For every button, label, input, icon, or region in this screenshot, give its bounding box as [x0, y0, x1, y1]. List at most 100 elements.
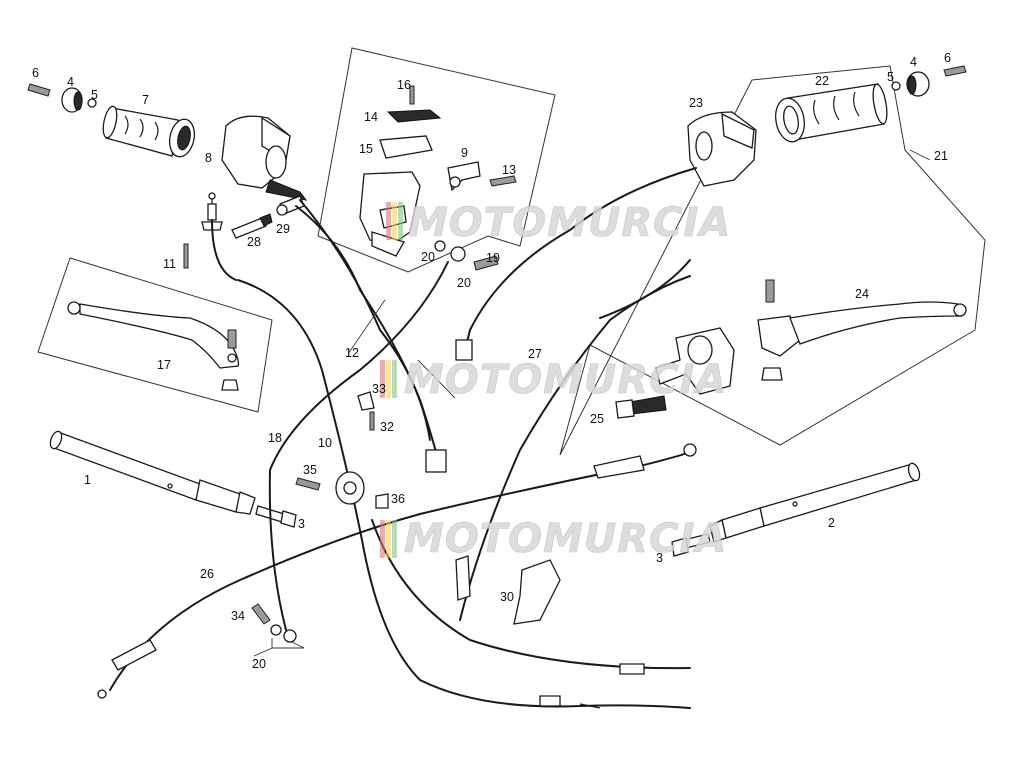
right-grip — [775, 83, 888, 143]
callout-5-left: 5 — [91, 88, 98, 102]
cable-adjuster-lower — [619, 663, 645, 675]
callout-20-a: 20 — [421, 250, 435, 264]
callout-10: 10 — [318, 436, 332, 450]
callout-6-left: 6 — [32, 66, 39, 80]
callout-28: 28 — [247, 235, 261, 249]
clutch-bracket-lead — [211, 219, 237, 281]
right-end-screw — [943, 65, 967, 77]
brake-switch-lead — [599, 259, 691, 319]
cable-end-27 — [455, 555, 471, 601]
callout-33: 33 — [372, 382, 386, 396]
callout-17: 17 — [157, 358, 171, 372]
callout-13: 13 — [502, 163, 516, 177]
callout-25: 25 — [590, 412, 604, 426]
callout-20-c: 20 — [252, 657, 266, 671]
switch-wiring-left — [295, 205, 437, 453]
callout-29: 29 — [276, 222, 290, 236]
svg-text:MOTOMURCIA: MOTOMURCIA — [404, 357, 727, 403]
callout-32: 32 — [380, 420, 394, 434]
cable-lower-exit — [579, 703, 601, 709]
right-handlebar-tube — [709, 462, 921, 543]
cable-end-top — [593, 443, 697, 479]
callout-20-b: 20 — [457, 276, 471, 290]
connector-right — [455, 339, 473, 361]
bar-end-screw-left — [255, 505, 297, 528]
callout-19: 19 — [486, 251, 500, 265]
switch-wiring-right — [465, 167, 697, 347]
callout-23: 23 — [689, 96, 703, 110]
reservoir-screw-16 — [409, 85, 415, 105]
left-bar-end-weight — [61, 87, 83, 113]
callout-21: 21 — [934, 149, 948, 163]
callout-12: 12 — [345, 346, 359, 360]
cable-guide-10 — [335, 471, 365, 505]
callout-27: 27 — [528, 347, 542, 361]
callout-35: 35 — [303, 463, 317, 477]
leader-lines — [253, 149, 931, 657]
callout-18: 18 — [268, 431, 282, 445]
brake-hose-18 — [268, 261, 449, 631]
callout-4-right: 4 — [910, 55, 917, 69]
left-washer — [87, 98, 97, 108]
screw-32 — [369, 411, 375, 431]
screw-11 — [183, 243, 189, 269]
clamp-9 — [447, 161, 481, 192]
callout-11: 11 — [163, 257, 176, 271]
svg-text:MOTOMURCIA: MOTOMURCIA — [408, 200, 731, 246]
front-brake-lever — [757, 279, 967, 381]
cable-adjuster-30 — [513, 559, 561, 625]
callout-3-left: 3 — [298, 517, 305, 531]
callout-24: 24 — [855, 287, 869, 301]
left-handlebar-tube — [49, 430, 256, 515]
callout-1: 1 — [84, 473, 91, 487]
screw-13 — [489, 175, 517, 187]
callout-3-right: 3 — [656, 551, 663, 565]
callout-34: 34 — [231, 609, 245, 623]
left-grip — [102, 105, 196, 158]
callout-6-right: 6 — [944, 51, 951, 65]
callout-14: 14 — [364, 110, 378, 124]
screw-35 — [295, 477, 321, 491]
callout-5-right: 5 — [887, 70, 894, 84]
clutch-cable-10 — [237, 279, 691, 709]
callout-16: 16 — [397, 78, 411, 92]
cable-end-26 — [97, 639, 157, 699]
washer-20-top-a — [434, 240, 446, 252]
cable-lower-right — [371, 519, 691, 670]
callout-4-left: 4 — [67, 75, 74, 89]
right-hand-group-frame — [559, 65, 986, 456]
clip-36 — [375, 493, 389, 509]
clutch-lever-group-frame — [37, 257, 273, 413]
callout-15: 15 — [359, 142, 373, 156]
right-washer — [891, 81, 901, 91]
reservoir-gasket-15 — [379, 135, 433, 159]
reservoir-cap-14 — [386, 109, 442, 123]
cable-adjuster-lower-b — [539, 695, 561, 707]
callout-7: 7 — [142, 93, 149, 107]
callout-8: 8 — [205, 151, 212, 165]
right-switch-housing — [687, 111, 757, 187]
watermark-bottom: MOTOMURCIA — [380, 516, 727, 562]
callout-30: 30 — [500, 590, 514, 604]
lower-fasteners — [251, 603, 297, 643]
washer-20-top-b — [450, 246, 466, 262]
callout-36: 36 — [391, 492, 405, 506]
watermark-middle: MOTOMURCIA — [380, 357, 727, 403]
clutch-lever — [67, 301, 240, 391]
callout-26: 26 — [200, 567, 214, 581]
banjo-bolt-19 — [473, 255, 499, 271]
throttle-housing — [655, 327, 735, 395]
master-cylinder-group-frame — [317, 47, 556, 273]
bar-end-screw-right — [671, 533, 711, 557]
right-bar-end-weight — [906, 71, 930, 97]
callout-9: 9 — [461, 146, 468, 160]
throttle-cable-27 — [459, 275, 691, 621]
clip-33 — [357, 391, 375, 411]
watermark-top: MOTOMURCIA — [386, 200, 731, 246]
throttle-adjuster-25 — [615, 395, 667, 419]
left-switch-housing — [221, 115, 308, 201]
callout-22: 22 — [815, 74, 829, 88]
callout-2: 2 — [828, 516, 835, 530]
choke-connector-29 — [276, 195, 305, 216]
